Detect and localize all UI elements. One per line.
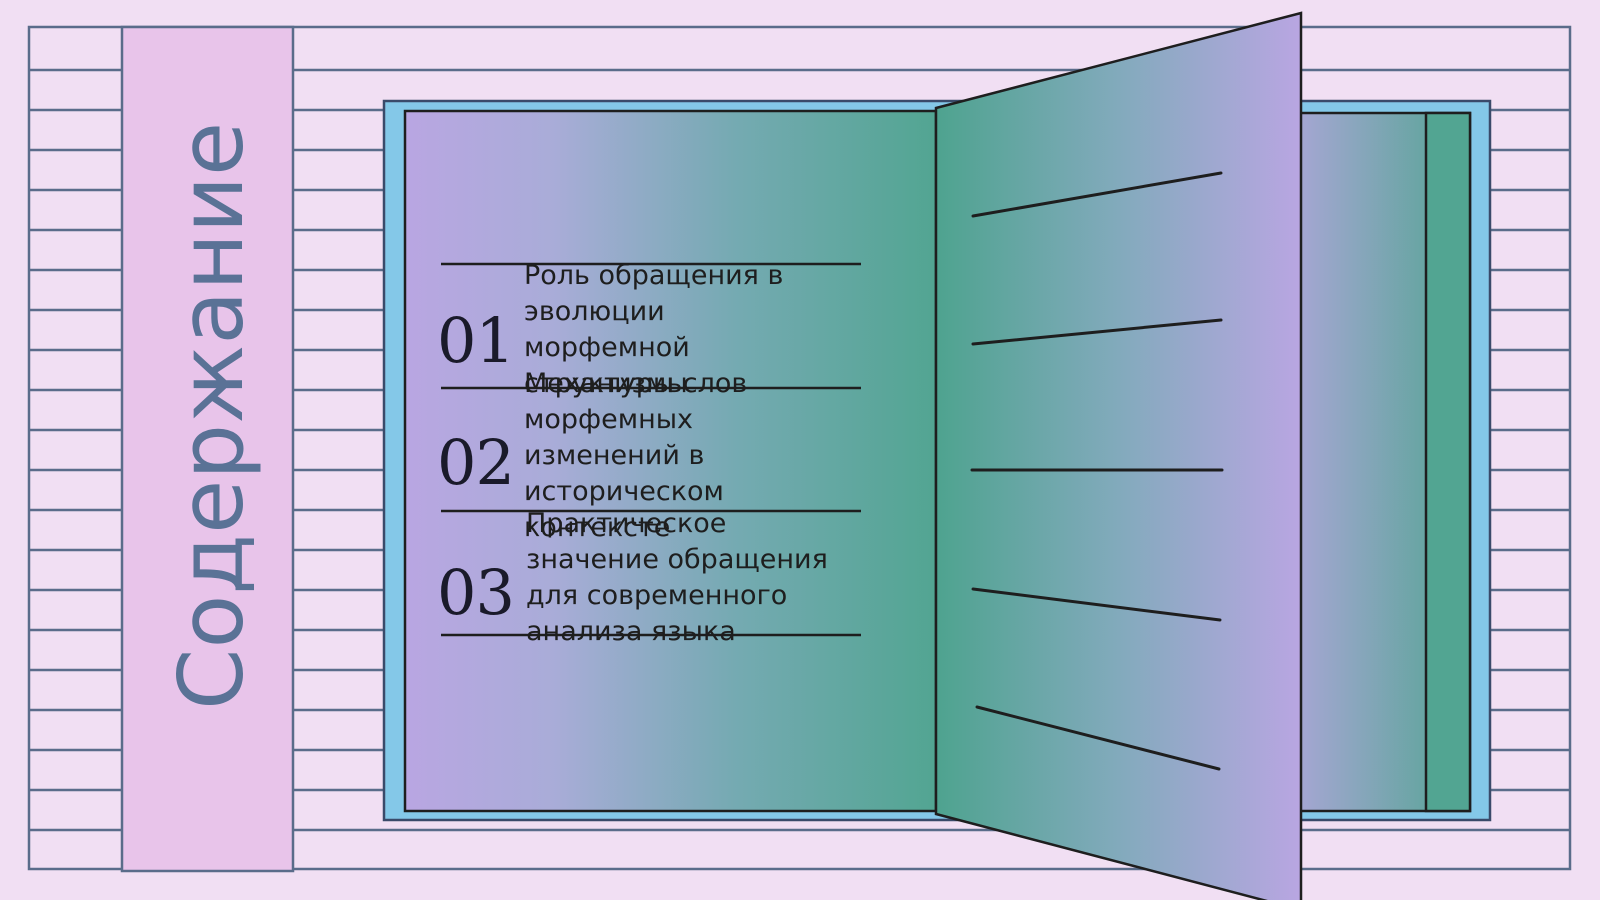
toc-item-1-text: Роль обращения в эволюции морфемной стру…	[524, 260, 784, 399]
left-page	[403, 109, 938, 813]
turning-page	[934, 11, 1303, 900]
toc-number-2: 02	[437, 426, 515, 499]
toc-separators	[441, 262, 861, 637]
toc-item-3-text: Практическое значение обращения для совр…	[526, 508, 828, 647]
toc-number-1: 01	[437, 304, 515, 377]
toc-number-3: 03	[437, 556, 515, 629]
sidebar-band	[120, 25, 295, 873]
page-stack-edge	[1424, 111, 1472, 813]
page-lines	[970, 171, 1224, 771]
slide-title: Содержание	[160, 121, 263, 710]
toc-item-2-text: Механизмы морфемных изменений в историче…	[524, 368, 724, 543]
